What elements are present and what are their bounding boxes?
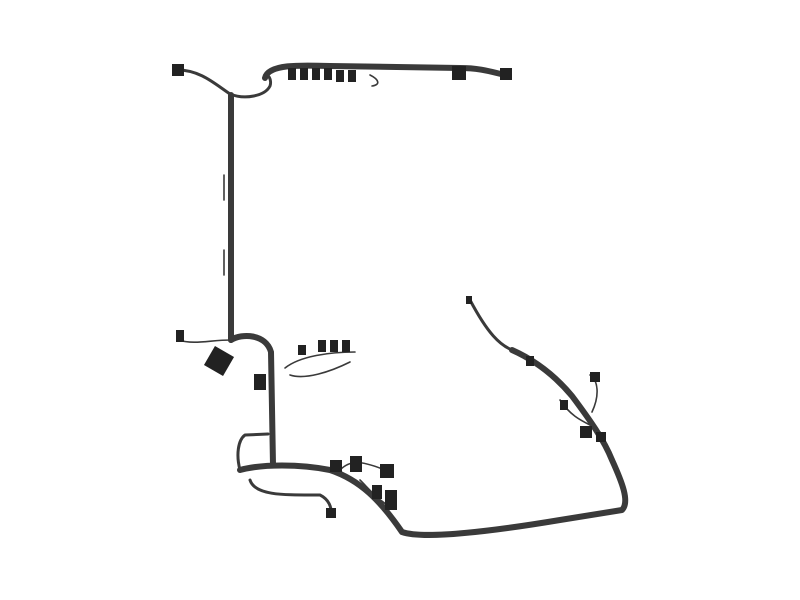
- connector: [342, 340, 350, 352]
- connector: [336, 70, 344, 82]
- connector: [203, 345, 235, 377]
- connector: [318, 340, 326, 352]
- connector: [560, 400, 568, 410]
- connector: [172, 64, 184, 76]
- connector: [288, 68, 296, 80]
- connector: [372, 485, 382, 499]
- connector: [300, 68, 308, 80]
- connector: [312, 68, 320, 80]
- connector: [324, 68, 332, 80]
- connector: [330, 340, 338, 352]
- connector: [348, 70, 356, 82]
- connectors: [172, 64, 606, 518]
- connector: [580, 426, 592, 438]
- connector: [590, 372, 600, 382]
- branch-wires: [177, 74, 603, 509]
- connector: [526, 356, 534, 366]
- connector: [385, 490, 397, 510]
- connector: [298, 345, 306, 355]
- connector: [380, 464, 394, 478]
- connector: [326, 508, 336, 518]
- connector: [254, 374, 266, 390]
- connector: [330, 460, 342, 472]
- connector: [452, 66, 466, 80]
- connector: [350, 456, 362, 472]
- connector: [176, 330, 184, 342]
- harness-trunk: [176, 62, 629, 538]
- connector: [466, 296, 472, 304]
- connector: [596, 432, 606, 442]
- connector: [500, 68, 512, 80]
